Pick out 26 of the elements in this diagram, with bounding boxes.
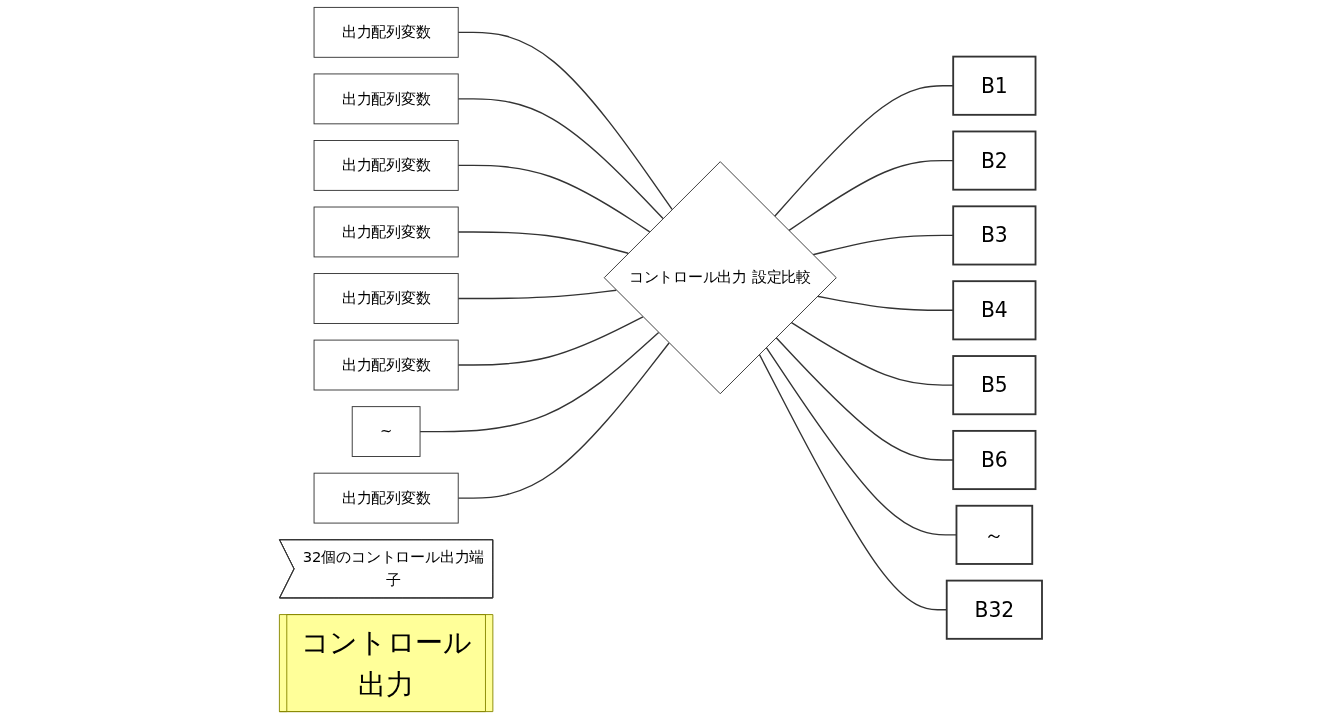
node-box: ~	[352, 406, 421, 457]
node-box: 出力配列変数	[313, 339, 459, 391]
connector	[457, 98, 664, 220]
node-box: ～	[955, 504, 1034, 565]
connector	[457, 289, 618, 300]
connector	[457, 316, 644, 366]
node-box: B2	[952, 130, 1037, 191]
connector	[758, 353, 948, 611]
node-diamond: コントロール出力 設定比較	[604, 161, 838, 395]
connector	[457, 31, 674, 211]
node-box: B6	[952, 429, 1037, 491]
node-box: B4	[952, 280, 1037, 341]
node-box: 出力配列変数	[313, 6, 459, 58]
node-box: 出力配列変数	[313, 140, 459, 191]
node-box: B5	[952, 355, 1037, 416]
node-box: 出力配列変数	[313, 472, 459, 524]
node-box: 出力配列変数	[313, 206, 459, 258]
node-box: B1	[952, 55, 1037, 116]
node-box: 出力配列変数	[313, 73, 459, 125]
node-box: B32	[946, 579, 1044, 640]
node-box: B3	[952, 205, 1037, 266]
node-box: 出力配列変数	[313, 273, 459, 324]
connector	[457, 231, 630, 254]
connector	[419, 331, 660, 433]
connector	[457, 342, 671, 499]
connector	[457, 164, 651, 233]
